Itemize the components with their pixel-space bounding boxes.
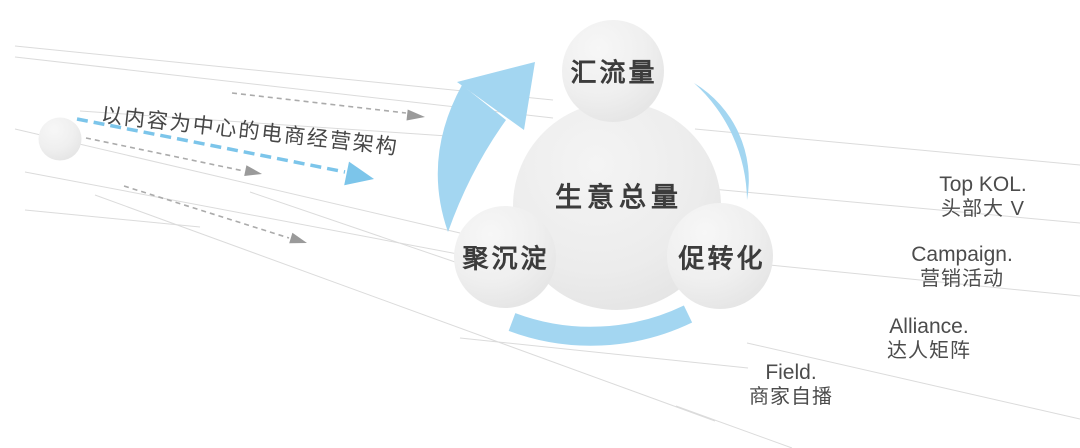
gray-dashed-arrow-middle: [85, 137, 245, 172]
cycle-arrow-band: [437, 85, 506, 232]
gray-arrowheads: [244, 109, 425, 244]
node-circle-traffic: [562, 20, 664, 122]
cycle-arc-bottom: [508, 305, 693, 346]
gray-arrowhead-icon: [406, 109, 425, 121]
node-label-retention: 聚沉淀: [462, 243, 550, 274]
channel-top-kol: Top KOL. 头部大 V: [939, 172, 1027, 222]
perspective-line: [249, 191, 459, 264]
channel-alliance-zh: 达人矩阵: [887, 340, 971, 362]
channel-top-kol-en: Top KOL.: [939, 173, 1027, 196]
channel-alliance: Alliance. 达人矩阵: [887, 314, 971, 364]
channel-campaign-en: Campaign.: [911, 243, 1013, 266]
channel-field-zh: 商家自播: [749, 386, 833, 408]
perspective-lines: [14, 45, 1080, 448]
cycle-arc-right: [694, 83, 749, 200]
perspective-line: [711, 188, 1080, 224]
cycle-arrowhead-icon: [457, 62, 535, 130]
decor-sphere: [38, 117, 82, 161]
perspective-line: [24, 209, 201, 228]
perspective-line: [746, 342, 1080, 420]
channel-top-kol-zh: 头部大 V: [941, 198, 1025, 220]
blue-dashed-arrow: [76, 117, 346, 174]
perspective-line: [694, 128, 1080, 166]
channel-field: Field. 商家自播: [749, 360, 833, 410]
channel-alliance-en: Alliance.: [889, 315, 969, 338]
perspective-line: [94, 194, 716, 422]
channel-field-en: Field.: [765, 361, 817, 384]
node-label-traffic: 汇流量: [570, 57, 658, 88]
gray-arrowhead-icon: [289, 232, 307, 244]
channel-campaign-zh: 营销活动: [920, 268, 1004, 290]
node-label-conversion: 促转化: [678, 243, 766, 274]
perspective-line: [24, 171, 501, 263]
perspective-line: [459, 337, 749, 369]
gray-dashed-arrows: [85, 92, 407, 239]
gray-dashed-arrow-bottom: [123, 185, 290, 239]
node-circle-conversion: [667, 203, 773, 309]
perspective-line: [759, 263, 1080, 297]
channel-campaign: Campaign. 营销活动: [911, 242, 1013, 292]
perspective-line: [675, 405, 793, 448]
perspective-line: [14, 128, 461, 234]
hub-label: 生意总量: [555, 182, 683, 213]
gray-dashed-arrow-top: [231, 92, 407, 114]
node-circle-retention: [454, 206, 556, 308]
gray-arrowhead-icon: [244, 165, 262, 176]
blue-arrowhead-icon: [344, 161, 374, 186]
perspective-line: [79, 110, 463, 138]
